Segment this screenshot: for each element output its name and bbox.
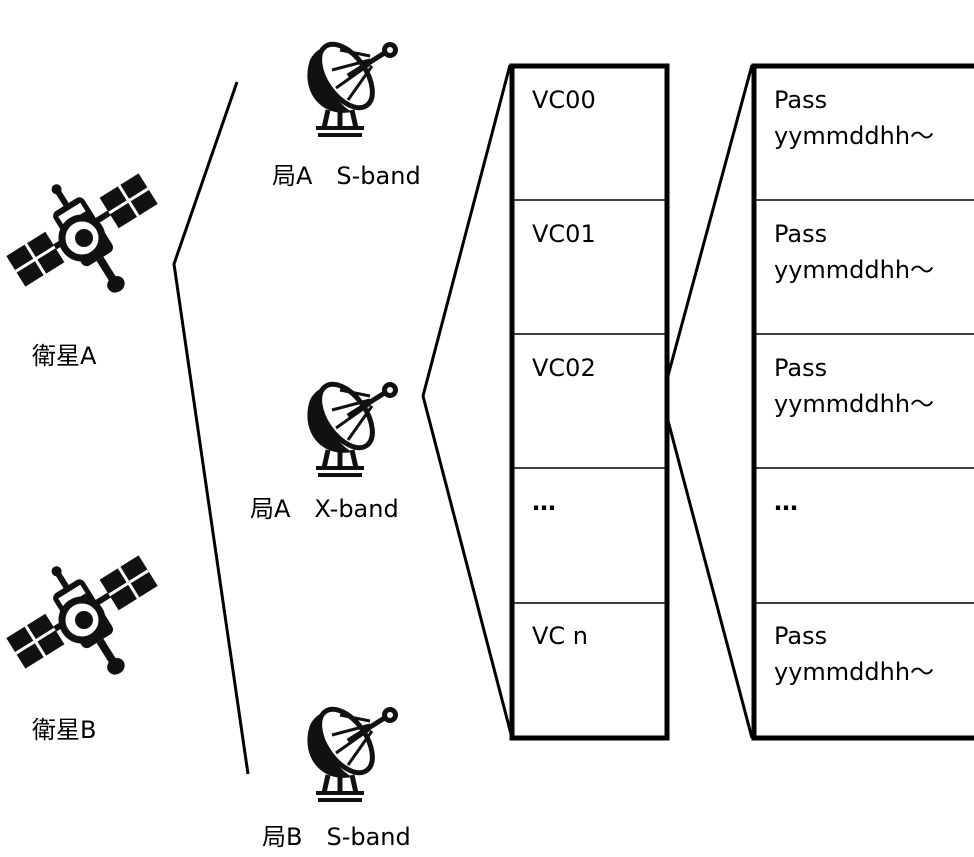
- vc-column-box: [509, 63, 670, 741]
- satellite-a-label: 衛星A: [32, 342, 97, 370]
- vc-cell: VC00: [532, 86, 596, 114]
- satellite-b-label: 衛星B: [32, 716, 97, 744]
- pass-column-box: [751, 63, 974, 741]
- vc-pass-brace: [660, 64, 754, 739]
- satellite-b-icon: [0, 526, 186, 715]
- vc-cell-ellipsis: …: [532, 488, 556, 516]
- pass-cell: Pass yymmddhh～: [774, 622, 935, 686]
- pass-cell: Pass yymmddhh～: [774, 354, 935, 418]
- station-vc-brace: [421, 64, 514, 739]
- satellite-a-icon: [0, 144, 186, 333]
- station-b-s-band-label: 局B S-band: [262, 823, 411, 851]
- pass-cell-ellipsis: …: [774, 488, 798, 516]
- pass-cell: Pass yymmddhh～: [774, 86, 935, 150]
- station-a-x-band-label: 局A X-band: [250, 495, 399, 523]
- satellite-station-brace: [172, 81, 250, 775]
- pass-cell: Pass yymmddhh～: [774, 220, 935, 284]
- vc-cell: VC01: [532, 220, 596, 248]
- station-a-s-band-label: 局A S-band: [272, 162, 421, 190]
- station-a-s-band-dish-icon: [307, 35, 398, 137]
- vc-cell: VC n: [532, 622, 589, 650]
- station-b-s-band-dish-icon: [307, 700, 398, 802]
- vc-cell: VC02: [532, 354, 596, 382]
- station-a-x-band-dish-icon: [307, 375, 398, 477]
